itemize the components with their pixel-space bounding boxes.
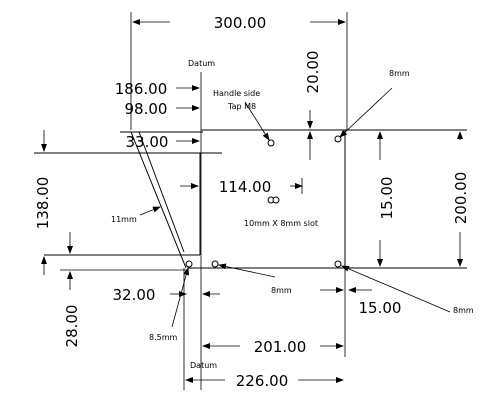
label-datum-bottom: Datum — [190, 361, 217, 370]
dim-32: 32.00 — [113, 286, 156, 304]
label-8-5mm: 8.5mm — [149, 333, 178, 342]
leader-lines — [139, 87, 451, 328]
hole-tap-m8 — [267, 139, 275, 147]
label-8mm-bottom-mid: 8mm — [271, 286, 292, 295]
dim-15-horizontal: 15.00 — [359, 299, 402, 317]
dim-226: 226.00 — [236, 372, 289, 390]
label-tap-m8: Tap M8 — [227, 102, 256, 111]
dim-138: 138.00 — [34, 177, 52, 230]
dim-20: 20.00 — [304, 51, 322, 94]
annotation-labels: Datum Handle side Tap M8 8mm 11mm 10mm X… — [111, 59, 474, 370]
part-outline — [34, 129, 467, 269]
dim-200: 200.00 — [452, 172, 470, 225]
label-datum-top: Datum — [188, 59, 215, 68]
dim-186: 186.00 — [115, 80, 168, 98]
hole-slot-b — [272, 196, 280, 204]
dim-15-vertical: 15.00 — [378, 177, 396, 220]
extension-lines — [60, 12, 348, 390]
dimension-text: 300.00 186.00 98.00 33.00 20.00 114.00 1… — [34, 14, 470, 390]
label-8mm-top: 8mm — [389, 69, 410, 78]
dim-114: 114.00 — [219, 178, 272, 196]
hole-bottom-left — [185, 260, 193, 268]
dim-98: 98.00 — [125, 100, 168, 118]
hole-bottom-right — [334, 260, 342, 268]
dim-201: 201.00 — [254, 338, 307, 356]
hole-bottom-mid — [211, 260, 219, 268]
dim-28: 28.00 — [63, 305, 81, 348]
label-slot: 10mm X 8mm slot — [244, 219, 318, 228]
label-11mm: 11mm — [111, 215, 137, 224]
label-8mm-bottom-right: 8mm — [453, 306, 474, 315]
label-handle-side: Handle side — [213, 89, 260, 98]
dim-33: 33.00 — [126, 133, 169, 151]
dim-300: 300.00 — [214, 14, 267, 32]
holes — [185, 135, 342, 268]
dimension-lines — [41, 19, 463, 383]
